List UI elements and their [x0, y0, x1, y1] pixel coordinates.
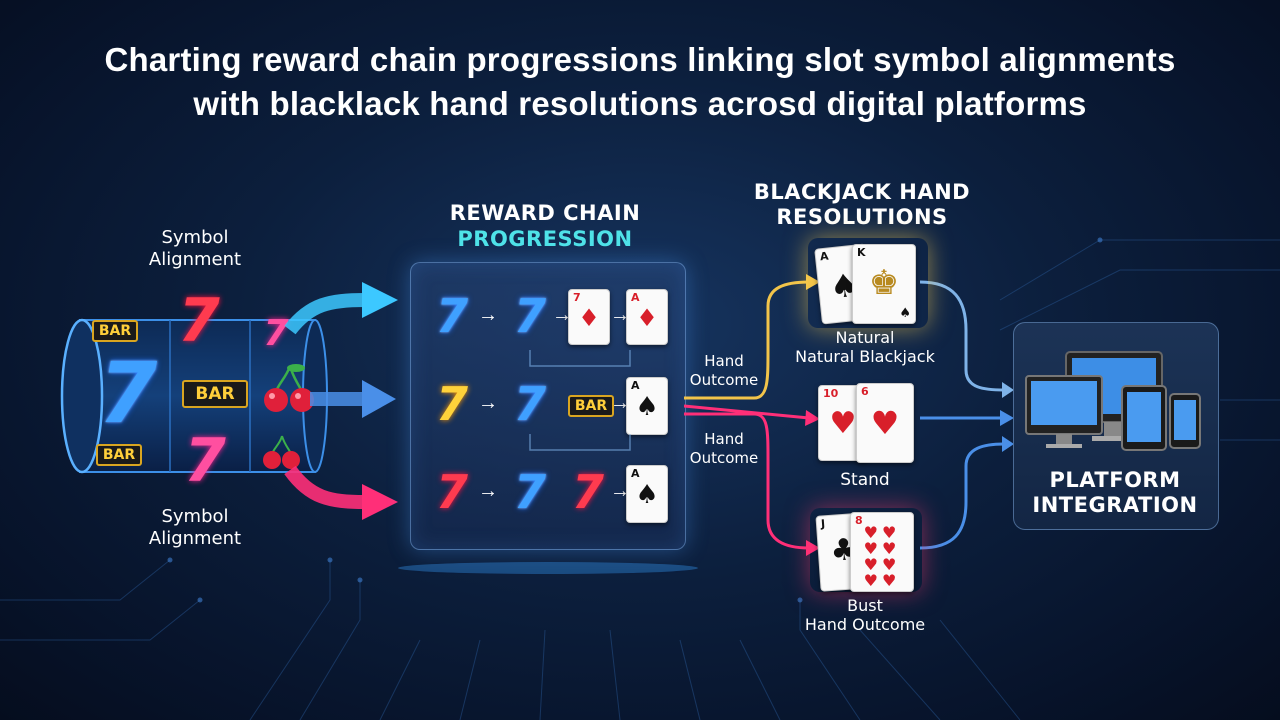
- card-rank: K: [857, 246, 866, 259]
- reel-bar-symbol: BAR: [182, 380, 248, 408]
- blackjack-header: BLACKJACK HAND RESOLUTIONS: [740, 180, 984, 230]
- label-word: Hand: [704, 430, 744, 448]
- outcome-flow-lines: [684, 274, 1014, 556]
- symbol-alignment-label-top: Symbol Alignment: [130, 227, 260, 271]
- label-word: Symbol: [161, 506, 229, 527]
- reel-seven-pink: 7: [263, 313, 289, 354]
- heart-icon: ♥: [829, 406, 857, 441]
- chain-seven: 7: [513, 465, 546, 519]
- chain-arrow-icon: →: [610, 304, 630, 326]
- card-rank: A: [631, 379, 640, 392]
- reel-seven-blue: 7: [98, 344, 158, 442]
- reward-chain-header: REWARD CHAIN PROGRESSION: [410, 200, 680, 252]
- playing-card-eight-hearts: 8 ♥♥♥♥♥♥♥♥: [850, 512, 914, 592]
- playing-card-ace-spades: A ♠: [626, 377, 668, 435]
- card-rank: 7: [573, 291, 581, 304]
- natural-blackjack-label: Natural Natural Blackjack: [780, 328, 950, 366]
- spade-icon: ♠: [899, 306, 911, 321]
- label-line: INTEGRATION: [1032, 493, 1198, 517]
- label-word: Outcome: [689, 449, 759, 467]
- title-line-2: with blacklack hand resolutions acrosd d…: [193, 85, 1087, 122]
- reel-seven-pink: 7: [184, 426, 226, 496]
- label-word: Outcome: [689, 371, 759, 389]
- platform-integration-label: PLATFORM INTEGRATION: [1013, 468, 1217, 518]
- label-word: Symbol: [161, 227, 229, 248]
- slot-reel: BAR 7 BAR 7 BAR 7 7: [60, 288, 330, 494]
- label-word: Alignment: [148, 528, 242, 549]
- label-line: Hand Outcome: [804, 615, 926, 634]
- card-rank: J: [820, 517, 826, 531]
- reel-bar-symbol: BAR: [96, 444, 142, 466]
- chain-arrow-icon: →: [478, 480, 498, 502]
- playing-card-ace-spades: A ♠: [626, 465, 668, 523]
- arrow-head-icon: [362, 380, 396, 418]
- symbol-alignment-label-bottom: Symbol Alignment: [130, 506, 260, 550]
- arrow-head-icon: [362, 484, 398, 520]
- reel-bar-symbol: BAR: [92, 320, 138, 342]
- chain-arrow-icon: →: [552, 304, 572, 326]
- input-arrows: [284, 282, 398, 520]
- playing-card-six-hearts: 6 ♥: [856, 383, 914, 463]
- spade-icon: ♠: [635, 480, 659, 510]
- chain-seven: 7: [571, 465, 604, 519]
- card-rank: 8: [855, 514, 863, 527]
- card-rank: A: [631, 467, 640, 480]
- diamond-icon: ♦: [578, 304, 600, 332]
- chain-seven: 7: [513, 377, 546, 431]
- chain-arrow-icon: →: [478, 392, 498, 414]
- spade-icon: ♠: [635, 392, 659, 422]
- stand-label: Stand: [840, 470, 890, 490]
- playing-card-ace-diamonds: A ♦: [626, 289, 668, 345]
- playing-card-king-spades: K ♚ ♠: [852, 244, 916, 324]
- diamond-icon: ♦: [636, 304, 658, 332]
- chain-bar-symbol: BAR: [568, 395, 614, 417]
- bust-label: Bust Hand Outcome: [780, 596, 950, 634]
- title-line-1: Charting reward chain progressions linki…: [104, 41, 1176, 78]
- reel-seven-red: 7: [178, 286, 220, 356]
- header-line-2: RESOLUTIONS: [776, 205, 948, 229]
- arrow-head-icon: [362, 282, 398, 318]
- cherry-icon: [263, 435, 300, 469]
- devices-icon: [1025, 351, 1201, 451]
- chain-connectors: [529, 350, 631, 451]
- cherry-icon: [264, 364, 314, 412]
- card-rank: 10: [823, 387, 839, 400]
- label-line: PLATFORM: [1049, 468, 1181, 492]
- chain-seven: 7: [435, 289, 468, 343]
- heart-pips-icon: ♥♥♥♥♥♥♥♥: [863, 523, 901, 590]
- page-title: Charting reward chain progressions linki…: [0, 38, 1280, 126]
- card-rank: A: [631, 291, 640, 304]
- header-line-1: REWARD CHAIN: [449, 201, 641, 225]
- label-word: Hand: [704, 352, 744, 370]
- playing-card-seven-diamonds: 7 ♦: [568, 289, 610, 345]
- king-icon: ♚: [868, 263, 900, 303]
- label-line: Natural: [835, 328, 895, 347]
- hand-outcome-label-2: Hand Outcome: [686, 430, 762, 468]
- label-word: Alignment: [148, 249, 242, 270]
- chain-arrow-icon: →: [610, 480, 630, 502]
- chain-seven: 7: [435, 465, 468, 519]
- heart-icon: ♥: [870, 404, 900, 442]
- chain-seven: 7: [513, 289, 546, 343]
- label-line: Bust: [847, 596, 883, 615]
- label-line: Natural Blackjack: [795, 347, 935, 366]
- header-line-2: PROGRESSION: [457, 227, 633, 251]
- card-rank: 6: [861, 385, 869, 398]
- chain-arrow-icon: →: [610, 392, 630, 414]
- chain-arrow-icon: →: [478, 304, 498, 326]
- hand-outcome-label-1: Hand Outcome: [686, 352, 762, 390]
- card-rank: A: [819, 249, 830, 264]
- header-line-1: BLACKJACK HAND: [753, 180, 971, 204]
- chain-seven: 7: [435, 377, 468, 431]
